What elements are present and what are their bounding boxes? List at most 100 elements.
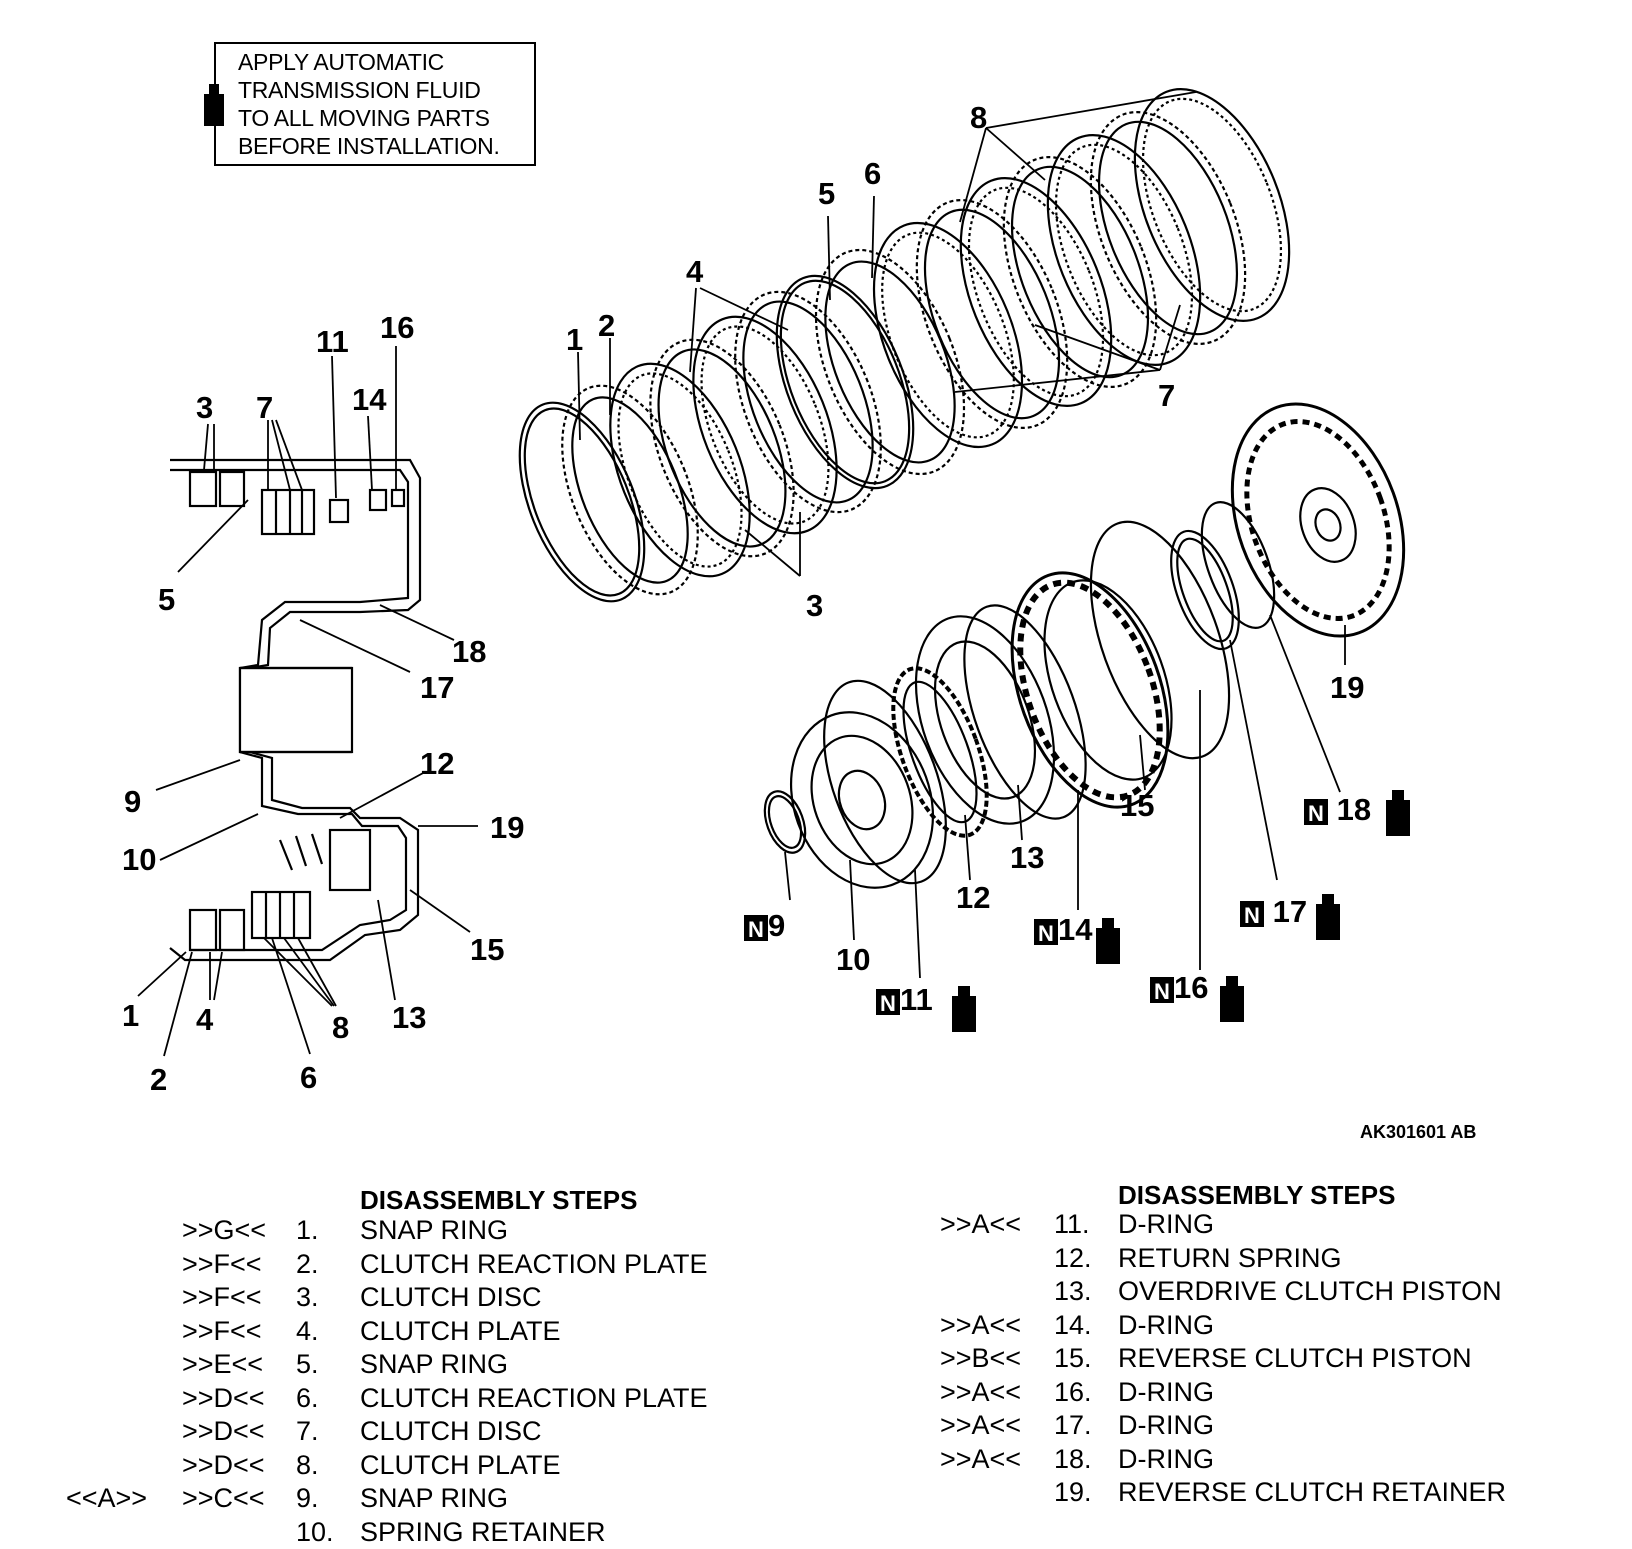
section-callout-13: 13 [392, 1000, 427, 1035]
note-text: APPLY AUTOMATIC TRANSMISSION FLUID TO AL… [238, 48, 500, 160]
part-4-plate-a [649, 338, 795, 558]
callout-12: 12 [956, 880, 991, 915]
part-8-plate-a [915, 199, 1069, 429]
section-callout-7: 7 [256, 390, 274, 425]
step-number: 1. [296, 1215, 319, 1245]
n-mark-18: N [1304, 798, 1328, 826]
step-number: 13. [1054, 1276, 1092, 1306]
step-row: >>F<<2.CLUTCH REACTION PLATE [0, 1248, 760, 1281]
note-line-4: BEFORE INSTALLATION. [238, 133, 500, 159]
section-callout-19: 19 [490, 810, 525, 845]
section-callout-9: 9 [124, 784, 142, 819]
step-text: OVERDRIVE CLUTCH PISTON [1118, 1276, 1502, 1306]
section-callout-11: 11 [316, 324, 349, 359]
step-text: SNAP RING [360, 1349, 509, 1379]
part-16-d-ring [1089, 520, 1231, 760]
step-row: >>D<<6.CLUTCH REACTION PLATE [0, 1382, 760, 1415]
step-number: 6. [296, 1382, 319, 1413]
leader-lines-lower [784, 614, 1346, 979]
step-text: SPRING RETAINER [360, 1516, 606, 1547]
step-text: CLUTCH REACTION PLATE [360, 1382, 708, 1413]
section-callout-1: 1 [122, 998, 140, 1033]
step-row: >>F<<3.CLUTCH DISC [0, 1281, 760, 1314]
step-text: D-RING [1118, 1410, 1214, 1440]
figure-code: AK301601 AB [1360, 1122, 1477, 1142]
callout-3: 3 [806, 588, 824, 623]
step-text: RETURN SPRING [1118, 1242, 1342, 1273]
part-17-d-ring [1170, 529, 1240, 651]
step-number: 16. [1054, 1376, 1092, 1407]
step-number: 12. [1054, 1242, 1092, 1273]
n-mark-17: N [1240, 900, 1264, 928]
step-row: >>A<<14.D-RING [0, 1309, 1620, 1342]
step-prefix-code: <<A>> [66, 1483, 148, 1513]
callout-19: 19 [1330, 670, 1365, 705]
part-19-reverse-retainer [1230, 402, 1406, 638]
section-clutch-upper [188, 470, 406, 536]
step-number: 18. [1054, 1443, 1092, 1474]
steps-right-header: DISASSEMBLY STEPS [1118, 1180, 1396, 1210]
note-line-3: TO ALL MOVING PARTS [238, 105, 490, 131]
n-mark-14: N [1034, 918, 1058, 946]
step-row: >>A<<17.D-RING [0, 1409, 1620, 1442]
section-clutch-lower [188, 828, 372, 952]
fluid-bottle-icon [204, 84, 224, 126]
callout-1: 1 [566, 322, 584, 357]
part-13-overdrive-piston [914, 615, 1056, 825]
part-11-d-ring [823, 679, 947, 885]
callout-17-label: 17 [1272, 894, 1308, 929]
callout-8: 8 [970, 100, 988, 135]
step-code: >>A<< [940, 1410, 1022, 1440]
step-number: 7. [296, 1416, 319, 1446]
step-code: >>C<< [182, 1483, 265, 1513]
section-callout-5: 5 [158, 582, 176, 617]
part-10-spring-retainer [789, 711, 935, 889]
fluid-bottle-icons [952, 790, 1410, 1032]
part-7-disc-a [872, 221, 1024, 449]
part-1-snap-ring [518, 401, 646, 603]
piston-group-exploded [763, 402, 1406, 889]
step-row: 13. OVERDRIVE CLUTCH PISTON [0, 1275, 1620, 1308]
section-callout-16: 16 [380, 310, 415, 345]
callout-10: 10 [836, 942, 871, 977]
step-code: >>D<< [182, 1416, 265, 1446]
step-text: D-RING [1118, 1309, 1214, 1340]
callout-5: 5 [818, 176, 836, 211]
part-14-d-ring [963, 604, 1087, 820]
step-text: D-RING [1118, 1376, 1214, 1407]
callout-6: 6 [864, 156, 882, 191]
section-callout-3: 3 [196, 390, 214, 425]
step-number: 8. [296, 1449, 319, 1480]
callout-16-label: 16 [1174, 970, 1209, 1005]
step-text: D-RING [1118, 1209, 1214, 1239]
cross-section-view [169, 458, 422, 962]
note-line-2: TRANSMISSION FLUID [238, 77, 481, 103]
clutch-pack-exploded [518, 88, 1291, 603]
leader-lines-section [137, 346, 478, 1057]
step-code: >>F<< [182, 1315, 262, 1346]
step-number: 19. [1054, 1477, 1092, 1507]
part-6-reaction-plate [814, 248, 966, 476]
section-callout-14: 14 [352, 382, 387, 417]
step-row: 10. SPRING RETAINER [0, 1516, 760, 1549]
callout-13: 13 [1010, 840, 1045, 875]
step-row: >>F<<4.CLUTCH PLATE [0, 1315, 760, 1348]
callout-7: 7 [1158, 378, 1176, 413]
fluid-bottle-icon-17 [1316, 894, 1340, 940]
part-5-snap-ring [775, 274, 915, 490]
step-number: 4. [296, 1315, 319, 1346]
step-number: 3. [296, 1282, 319, 1312]
step-code: >>A<< [940, 1376, 1022, 1407]
n-mark-16: N [1150, 976, 1174, 1004]
section-callout-17: 17 [420, 670, 455, 705]
step-code: >>D<< [182, 1449, 265, 1480]
callout-15: 15 [1120, 788, 1155, 823]
callout-18: N 18 [1304, 794, 1371, 826]
step-text: REVERSE CLUTCH PISTON [1118, 1343, 1472, 1373]
step-number: 10. [296, 1516, 334, 1547]
section-callout-2: 2 [150, 1062, 168, 1097]
part-7-disc-d [1133, 88, 1291, 322]
fluid-bottle-icon-14 [1096, 918, 1120, 964]
